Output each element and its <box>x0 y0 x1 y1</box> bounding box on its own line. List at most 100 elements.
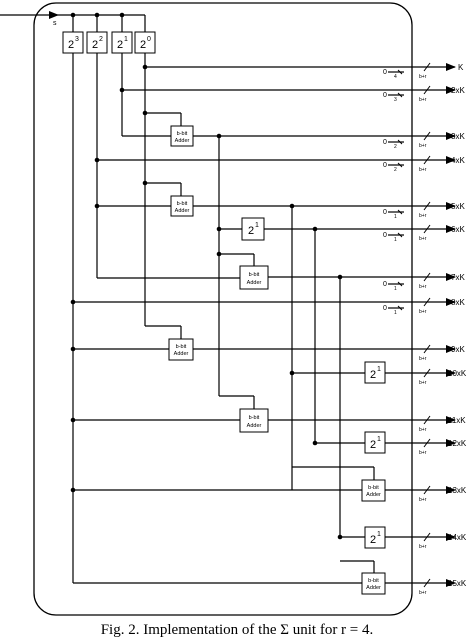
svg-text:4: 4 <box>394 74 397 80</box>
svg-text:2: 2 <box>248 225 254 237</box>
unit-boundary <box>33 2 413 616</box>
svg-text:3: 3 <box>75 36 79 43</box>
output-label-3K: 3xK <box>451 132 465 141</box>
svg-text:2: 2 <box>370 439 376 451</box>
shifter-2-pow-0: 2 0 <box>134 31 156 54</box>
svg-text:1: 1 <box>394 214 397 220</box>
bus-marker-4K: b+r <box>419 155 431 173</box>
svg-text:b+r: b+r <box>419 236 427 242</box>
adder-9K: b-bit Adder <box>168 338 194 361</box>
input-label: s <box>53 20 57 27</box>
svg-text:b+r: b+r <box>419 167 427 173</box>
zero-pad-2K: 0 3 <box>383 92 404 103</box>
zero-pad-7K: 0 1 <box>383 281 404 292</box>
svg-text:Adder: Adder <box>366 585 381 591</box>
svg-text:1: 1 <box>377 366 381 373</box>
svg-text:Adder: Adder <box>174 351 189 357</box>
output-label-2K: 2xK <box>451 86 465 95</box>
output-label-11K: 11xK <box>448 416 466 425</box>
output-label-9K: 9xK <box>451 345 465 354</box>
output-label-5K: 5xK <box>451 202 465 211</box>
svg-text:Adder: Adder <box>247 423 262 429</box>
bus-marker-8K: b+r <box>419 297 431 315</box>
svg-text:0: 0 <box>383 209 387 216</box>
svg-text:0: 0 <box>383 162 387 169</box>
bus-marker-6K: b+r <box>419 224 431 242</box>
bus-marker-10K: b+r <box>419 368 431 386</box>
output-label-8K: 8xK <box>451 298 465 307</box>
svg-text:Adder: Adder <box>175 138 190 144</box>
zero-pad-8K: 0 1 <box>383 305 404 316</box>
svg-text:2: 2 <box>370 534 376 546</box>
svg-text:b-bit: b-bit <box>177 201 188 207</box>
svg-text:1: 1 <box>394 310 397 316</box>
svg-text:2: 2 <box>117 39 123 51</box>
output-label-6K: 6xK <box>451 225 465 234</box>
svg-text:1: 1 <box>377 436 381 443</box>
svg-text:b+r: b+r <box>419 213 427 219</box>
adder-15K: b-bit Adder <box>361 572 386 595</box>
svg-text:b+r: b+r <box>419 284 427 290</box>
bus-marker-K: b+r <box>419 62 431 80</box>
svg-text:Adder: Adder <box>175 208 190 214</box>
svg-text:2: 2 <box>92 39 98 51</box>
output-label-14K: 14xK <box>448 533 467 542</box>
svg-text:0: 0 <box>383 69 387 76</box>
svg-text:2: 2 <box>370 369 376 381</box>
svg-text:b+r: b+r <box>419 544 427 550</box>
adder-3K: b-bit Adder <box>170 125 194 147</box>
svg-text:b+r: b+r <box>419 427 427 433</box>
svg-text:2: 2 <box>68 39 74 51</box>
svg-text:b-bit: b-bit <box>368 578 379 584</box>
svg-text:2: 2 <box>394 167 397 173</box>
figure-caption: Fig. 2. Implementation of the Σ unit for… <box>100 622 374 638</box>
svg-text:b+r: b+r <box>419 450 427 456</box>
svg-text:b-bit: b-bit <box>176 344 187 350</box>
shifter-12K: 2 1 <box>364 431 386 454</box>
output-label-7K: 7xK <box>451 273 465 282</box>
svg-text:b+r: b+r <box>419 356 427 362</box>
bus-marker-7K: b+r <box>419 272 431 290</box>
svg-text:0: 0 <box>383 92 387 99</box>
bus-marker-9K: b+r <box>419 344 431 362</box>
zero-pad-5K: 0 1 <box>383 209 404 220</box>
output-label-13K: 13xK <box>448 486 467 495</box>
svg-text:0: 0 <box>383 281 387 288</box>
svg-text:b+r: b+r <box>419 74 427 80</box>
zero-pad-3K: 0 2 <box>383 139 404 150</box>
adder-5K: b-bit Adder <box>170 195 194 217</box>
bus-marker-14K: b+r <box>419 532 431 550</box>
shifter-6K: 2 1 <box>241 217 265 241</box>
svg-text:3: 3 <box>394 97 397 103</box>
svg-text:1: 1 <box>377 531 381 538</box>
svg-text:b+r: b+r <box>419 497 427 503</box>
sigma-unit-block-diagram: s 2 3 2 2 2 1 2 0 <box>0 2 467 616</box>
bus-marker-12K: b+r <box>419 438 431 456</box>
svg-text:0: 0 <box>383 232 387 239</box>
bus-marker-5K: b+r <box>419 201 431 219</box>
bus-marker-13K: b+r <box>419 485 431 503</box>
svg-text:2: 2 <box>394 144 397 150</box>
svg-text:b+r: b+r <box>419 97 427 103</box>
output-label-15K: 15xK <box>448 579 467 588</box>
zero-pad-K: 0 4 <box>383 69 404 80</box>
output-label-10K: 10xK <box>448 369 467 378</box>
shifter-2-pow-1: 2 1 <box>111 31 133 54</box>
svg-text:1: 1 <box>124 36 128 43</box>
svg-text:b+r: b+r <box>419 309 427 315</box>
svg-text:1: 1 <box>394 237 397 243</box>
adder-13K: b-bit Adder <box>361 479 386 502</box>
svg-text:b+r: b+r <box>419 143 427 149</box>
bus-marker-2K: b+r <box>419 85 431 103</box>
shifter-2-pow-2: 2 2 <box>86 31 108 54</box>
svg-text:0: 0 <box>147 36 151 43</box>
svg-text:2: 2 <box>140 39 146 51</box>
bus-marker-3K: b+r <box>419 131 431 149</box>
shifter-14K: 2 1 <box>364 526 386 549</box>
output-label-4K: 4xK <box>451 156 465 165</box>
svg-text:b-bit: b-bit <box>249 272 260 278</box>
svg-text:Adder: Adder <box>247 280 262 286</box>
zero-pad-6K: 0 1 <box>383 232 404 243</box>
shifter-10K: 2 1 <box>364 361 386 384</box>
svg-text:b-bit: b-bit <box>249 415 260 421</box>
